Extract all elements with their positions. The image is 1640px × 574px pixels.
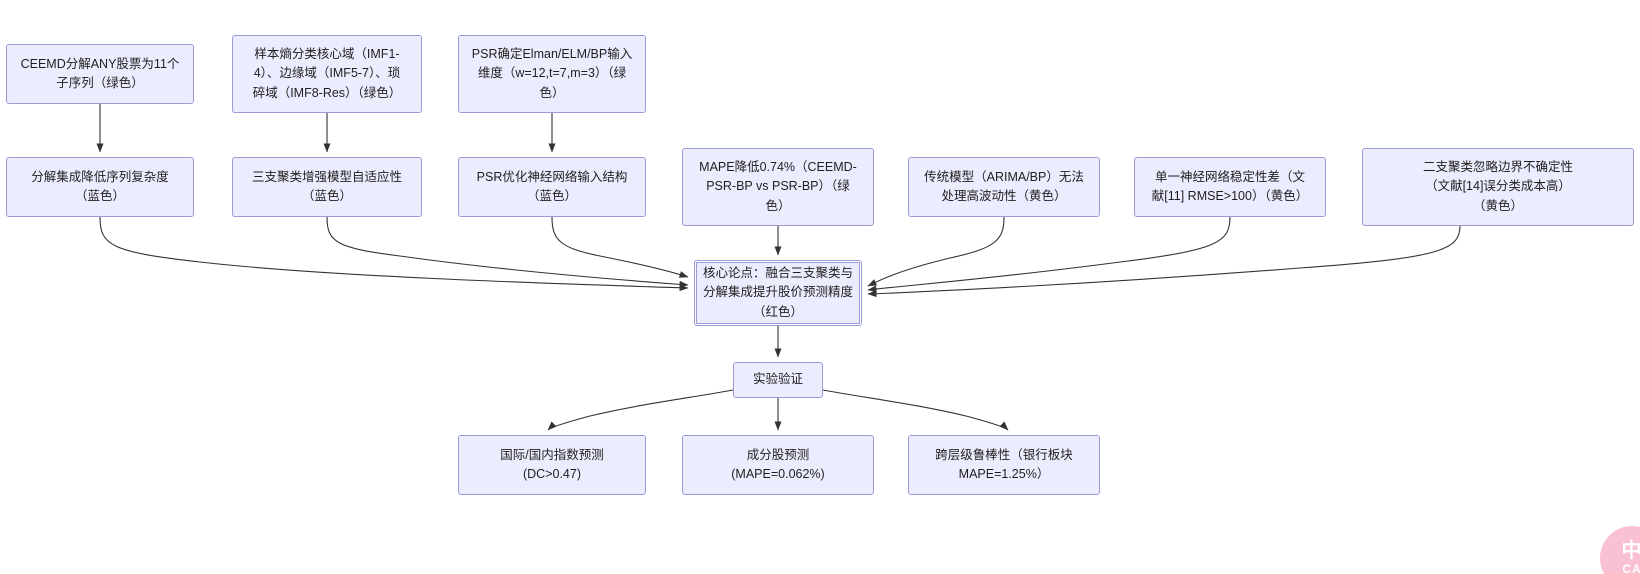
watermark-en-text: CA [1622,562,1640,574]
node-label: PSR优化神经网络输入结构 （蓝色） [476,169,628,203]
edge-n5-to-n11 [326,216,689,288]
watermark-cn-text: 中 [1621,540,1640,562]
flow-node-n14[interactable]: 成分股预测 (MAPE=0.062%) [682,435,874,495]
node-label: 单一神经网络稳定性差（文 献[11] RMSE>100）（黄色） [1151,169,1309,203]
flow-node-n6[interactable]: PSR优化神经网络输入结构 （蓝色） [458,157,646,217]
node-label: 跨层级鲁棒性（银行板块 MAPE=1.25%） [935,447,1073,481]
node-label: 样本熵分类核心域（IMF1- 4）、边缘域（IMF5-7）、琐 碎域（IMF8-… [252,46,402,100]
flow-node-n2[interactable]: 样本熵分类核心域（IMF1- 4）、边缘域（IMF5-7）、琐 碎域（IMF8-… [232,35,422,113]
flow-node-n7[interactable]: MAPE降低0.74%（CEEMD- PSR-BP vs PSR-BP）（绿 色… [682,148,874,226]
edge-n4-to-n11 [99,216,689,292]
edge-n9-to-n11 [867,216,1231,293]
node-label: 分解集成降低序列复杂度 （蓝色） [31,169,169,203]
flow-node-n10[interactable]: 二支聚类忽略边界不确定性 （文献[14]误分类成本高） （黄色） [1362,148,1634,226]
node-label: MAPE降低0.74%（CEEMD- PSR-BP vs PSR-BP）（绿 色… [699,159,857,213]
flow-node-n8[interactable]: 传统模型（ARIMA/BP）无法 处理高波动性（黄色） [908,157,1100,217]
node-label: 传统模型（ARIMA/BP）无法 处理高波动性（黄色） [924,169,1084,203]
flow-node-n12[interactable]: 实验验证 [733,362,823,398]
flow-node-n9[interactable]: 单一神经网络稳定性差（文 献[11] RMSE>100）（黄色） [1134,157,1326,217]
node-label: 二支聚类忽略边界不确定性 （文献[14]误分类成本高） （黄色） [1422,159,1573,213]
node-label: CEEMD分解ANY股票为11个 子序列（绿色） [20,56,180,90]
flow-node-n4[interactable]: 分解集成降低序列复杂度 （蓝色） [6,157,194,217]
edge-n10-to-n11 [867,225,1461,298]
node-label: 成分股预测 (MAPE=0.062%) [731,447,825,481]
node-label: 三支聚类增强模型自适应性 （蓝色） [251,169,402,203]
node-label: 核心论点：融合三支聚类与 分解集成提升股价预测精度 （红色） [703,265,854,319]
node-label: 实验验证 [752,372,803,387]
node-label: 国际/国内指数预测 (DC>0.47) [500,447,604,481]
flow-node-n13[interactable]: 国际/国内指数预测 (DC>0.47) [458,435,646,495]
watermark-badge: 中 CA [1600,526,1640,574]
edge-n12-to-n15 [822,389,1009,431]
flow-node-n5[interactable]: 三支聚类增强模型自适应性 （蓝色） [232,157,422,217]
edge-n12-to-n13 [547,389,734,431]
edge-n6-to-n11 [551,216,689,278]
flow-node-n3[interactable]: PSR确定Elman/ELM/BP输入 维度（w=12,t=7,m=3）（绿 色… [458,35,646,113]
core-claim-node[interactable]: 核心论点：融合三支聚类与 分解集成提升股价预测精度 （红色） [694,260,862,326]
edge-n8-to-n11 [867,216,1005,287]
node-label: PSR确定Elman/ELM/BP输入 维度（w=12,t=7,m=3）（绿 色… [471,46,633,100]
flow-node-n15[interactable]: 跨层级鲁棒性（银行板块 MAPE=1.25%） [908,435,1100,495]
flow-node-n1[interactable]: CEEMD分解ANY股票为11个 子序列（绿色） [6,44,194,104]
